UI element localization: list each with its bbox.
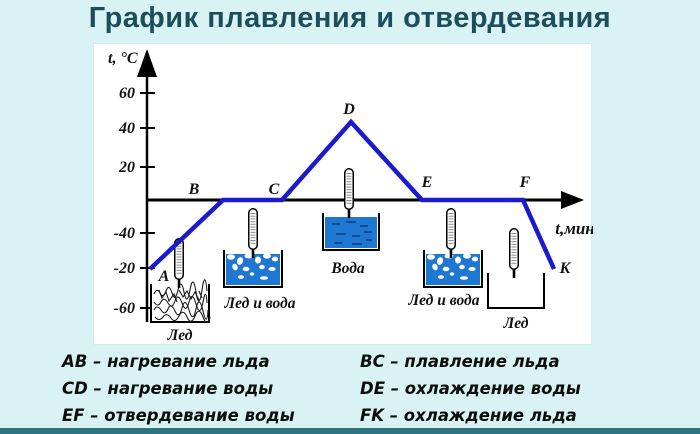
legend-item-ab: AB – нагревание льда: [62, 352, 270, 371]
beaker-ice-1: [150, 279, 211, 324]
legend-item-fk: FK – охлаждение льда: [360, 406, 577, 425]
point-label-d: D: [342, 101, 355, 118]
point-label-f: F: [519, 174, 531, 191]
beaker-label: Вода: [330, 260, 365, 277]
y-tick-label: 60: [119, 85, 135, 102]
point-label-b: B: [188, 181, 200, 198]
legend-item-bc: BC – плавление льда: [360, 352, 560, 371]
thermometer-icon: [345, 169, 354, 218]
legend-column-left: AB – нагревание льда CD – нагревание вод…: [62, 348, 295, 429]
thermometer-icon: [249, 209, 258, 258]
beaker-label: Лед: [503, 315, 529, 332]
beaker-label: Лед и вода: [224, 295, 296, 312]
y-axis-label: t, °C: [108, 50, 138, 67]
x-axis-arrow-icon: [561, 191, 584, 209]
water-texture: [332, 221, 372, 245]
beaker-water: [322, 213, 380, 251]
beaker-label: Лед и вода: [408, 292, 480, 309]
legend-column-right: BC – плавление льда DE – охлаждение воды…: [360, 348, 581, 429]
chart-canvas: 60 40 20 -40 -20 -60 t, °C t,мин: [108, 49, 593, 344]
legend-item-de: DE – охлаждение воды: [360, 379, 581, 398]
y-tick-label: -20: [114, 260, 135, 277]
thermometer-icon: [510, 229, 519, 278]
thermometer-icon: [447, 209, 456, 258]
y-tick-label: -40: [114, 225, 135, 242]
beaker-label: Лед: [167, 327, 193, 344]
y-axis-arrow-icon: [137, 49, 157, 77]
temperature-curve: [148, 118, 557, 271]
x-axis-label: t,мин: [555, 219, 593, 238]
y-tick-label: 40: [118, 120, 135, 137]
y-tick-label: 20: [118, 159, 135, 176]
beaker-ice-water-2: [423, 250, 483, 288]
beaker-ice-2: [487, 273, 545, 309]
beaker-ice-water-1: [223, 250, 283, 288]
point-label-c: C: [269, 181, 280, 198]
y-axis-ticks: [140, 92, 155, 309]
legend-item-ef: EF – отвердевание воды: [62, 406, 295, 425]
point-label-k: K: [559, 260, 572, 277]
page-title: График плавления и отвердевания: [88, 2, 612, 34]
legend-item-cd: CD – нагревание воды: [62, 379, 274, 398]
ice-texture: [153, 279, 211, 324]
chart-panel: 60 40 20 -40 -20 -60 t, °C t,мин: [93, 43, 593, 345]
y-tick-label: -60: [114, 300, 135, 317]
footer-strip: [0, 428, 700, 434]
point-label-a: A: [158, 268, 170, 285]
point-label-e: E: [421, 174, 433, 191]
